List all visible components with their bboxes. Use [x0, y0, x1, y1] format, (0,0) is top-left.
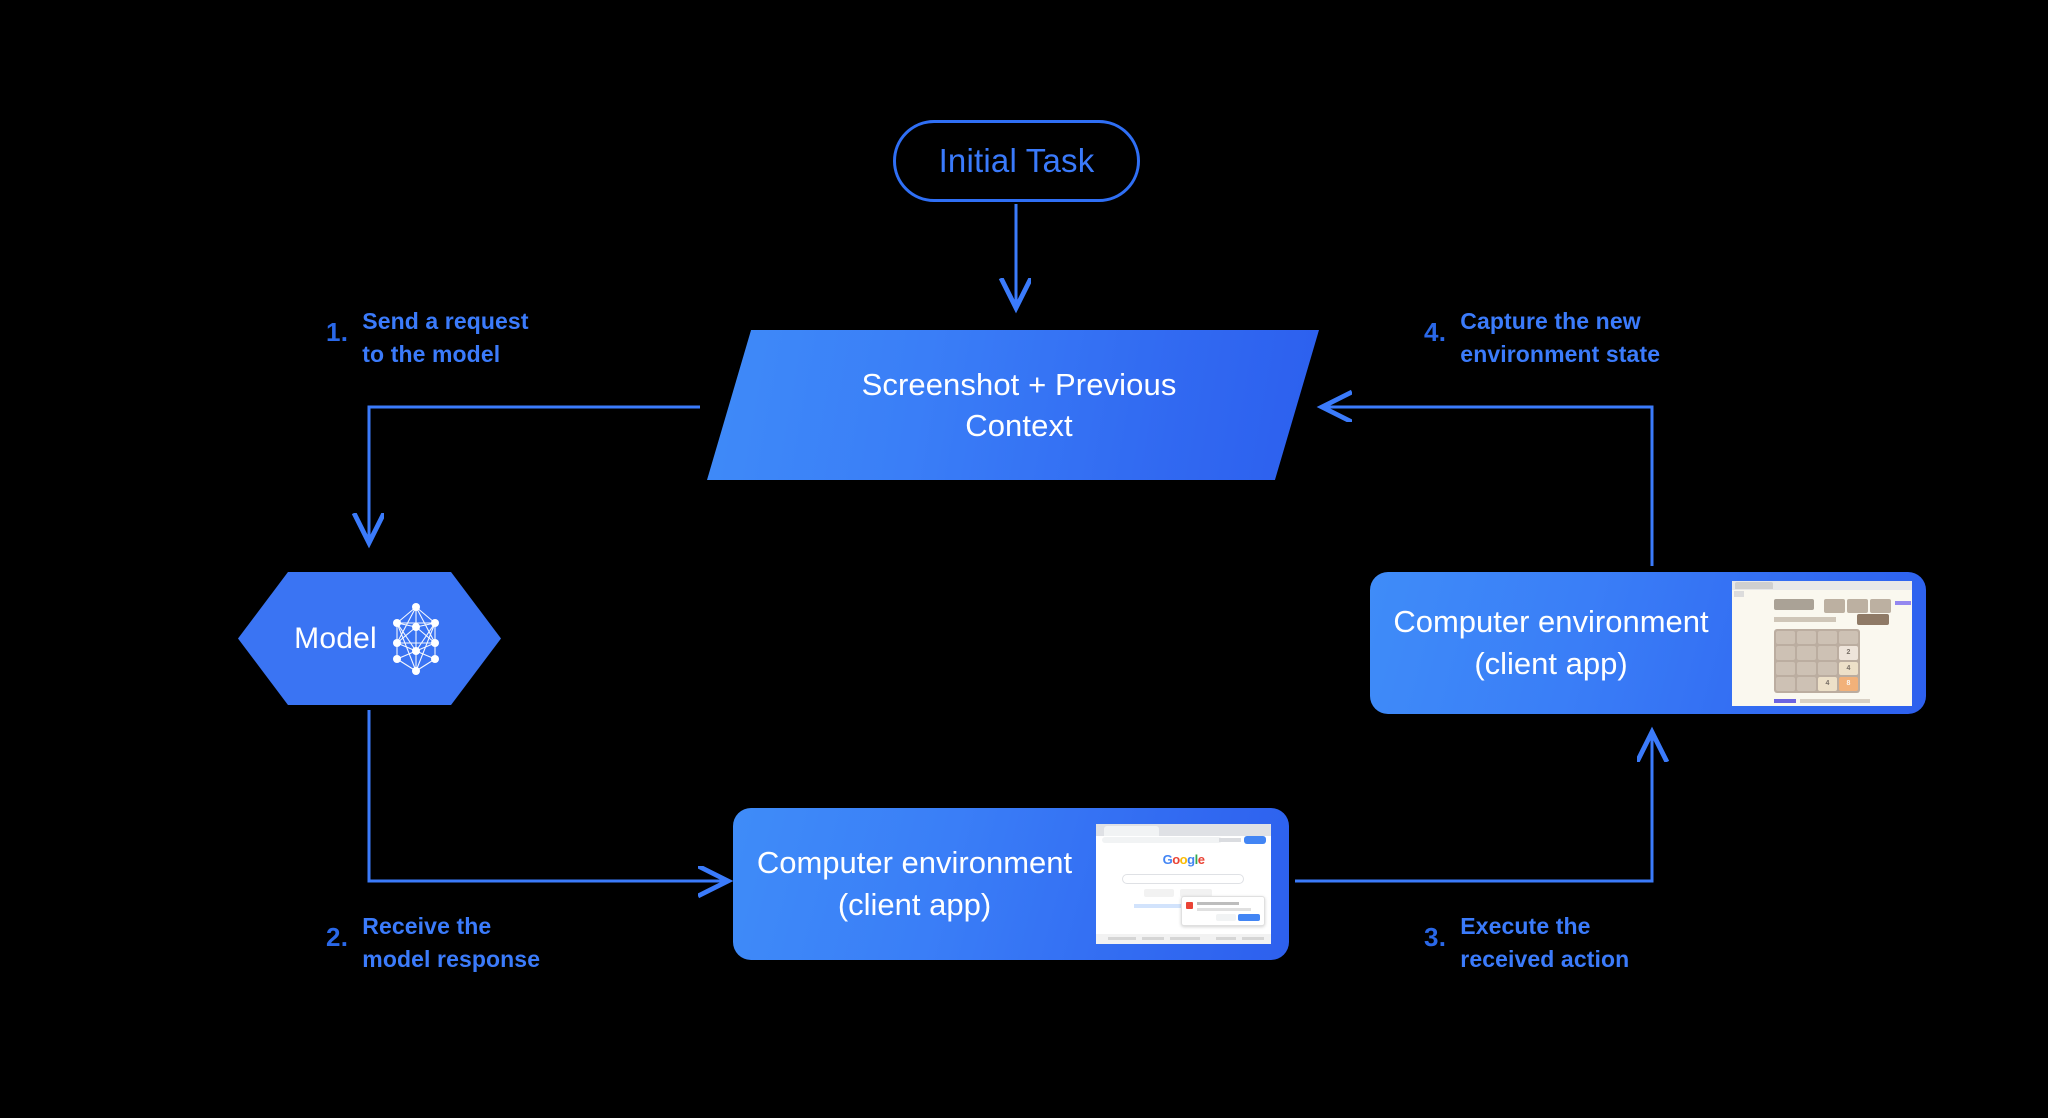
header-link[interactable] — [1895, 600, 1911, 605]
tile — [1797, 630, 1816, 644]
header-links — [1219, 838, 1241, 842]
context-node-label: Screenshot + Previous Context — [862, 364, 1177, 446]
browser-tab — [1735, 581, 1773, 589]
step-label-1: 1. Send a request to the model — [326, 305, 529, 370]
step-text: Execute the received action — [1460, 910, 1629, 975]
env-node-bottom[interactable]: Computer environment (client app) Google — [733, 808, 1289, 960]
footer-text — [1800, 698, 1870, 703]
tile — [1797, 677, 1816, 691]
tile: 4 — [1818, 677, 1837, 691]
step-text: Receive the model response — [362, 910, 540, 975]
footer-link[interactable] — [1142, 937, 1164, 940]
step-text-line1: Receive the — [362, 913, 492, 939]
env-node-bottom-label: Computer environment (client app) — [733, 842, 1096, 925]
search-input[interactable] — [1122, 874, 1244, 884]
step-number: 1. — [326, 317, 349, 347]
page-footer — [1096, 934, 1271, 944]
arrow-model-to-env-bottom — [367, 710, 725, 881]
dialog-confirm-button[interactable] — [1238, 914, 1260, 921]
browser-tab — [1104, 826, 1159, 836]
tile — [1839, 630, 1858, 644]
tile — [1776, 646, 1795, 660]
thumbnail-google-search: Google — [1096, 824, 1271, 944]
step-text: Send a request to the model — [362, 305, 528, 370]
env-node-bottom-label-line1: Computer environment — [756, 845, 1073, 881]
tile — [1818, 646, 1837, 660]
tile — [1797, 661, 1816, 675]
step-text-line1: Send a request — [362, 308, 529, 334]
step-text-line2: received action — [1460, 945, 1630, 972]
dialog-body — [1197, 908, 1251, 911]
browser-address-bar[interactable] — [1102, 837, 1222, 843]
sign-in-button[interactable] — [1244, 836, 1266, 844]
context-node[interactable]: Screenshot + Previous Context — [707, 330, 1319, 480]
env-node-bottom-label-line2: (client app) — [837, 887, 992, 922]
step-text-line2: to the model — [362, 340, 501, 367]
step-label-4: 4. Capture the new environment state — [1424, 305, 1660, 370]
tile — [1818, 630, 1837, 644]
feeling-lucky-button[interactable] — [1180, 889, 1212, 897]
initial-task-label: Initial Task — [938, 142, 1095, 179]
step-label-2: 2. Receive the model response — [326, 910, 540, 975]
neural-network-icon — [392, 602, 439, 675]
arrow-env-bottom-to-env-top — [1295, 735, 1652, 883]
logo-letter: G — [1162, 852, 1173, 867]
env-node-top-label: Computer environment (client app) — [1370, 601, 1732, 684]
footer-link[interactable] — [1170, 937, 1200, 940]
footer-link[interactable] — [1108, 937, 1136, 940]
thumbnail-2048-game: 2 4 4 8 — [1732, 580, 1912, 706]
game-instructions — [1774, 616, 1836, 622]
step-number: 3. — [1424, 922, 1447, 952]
context-node-label-line1: Screenshot + Previous — [861, 366, 1177, 402]
new-game-button[interactable] — [1857, 613, 1889, 625]
step-text-line1: Execute the — [1460, 913, 1591, 939]
footer-link[interactable] — [1242, 937, 1264, 940]
best-score-box — [1847, 598, 1868, 613]
game-board[interactable]: 2 4 4 8 — [1774, 628, 1860, 693]
dialog-cancel-button[interactable] — [1216, 914, 1236, 921]
score-box — [1824, 598, 1845, 613]
env-node-top[interactable]: Computer environment (client app) — [1370, 572, 1926, 714]
game-logo — [1774, 598, 1814, 610]
logo-letter: g — [1187, 852, 1195, 867]
tile — [1776, 630, 1795, 644]
google-logo: Google — [1163, 852, 1205, 867]
tile: 4 — [1839, 661, 1858, 675]
tile — [1776, 677, 1795, 691]
env-node-top-label-line2: (client app) — [1474, 646, 1628, 681]
tile — [1776, 661, 1795, 675]
logo-letter: l — [1194, 852, 1199, 867]
model-node-body: Model — [238, 572, 501, 705]
logo-letter: e — [1197, 852, 1205, 867]
google-search-button[interactable] — [1144, 889, 1174, 897]
step-label-3: 3. Execute the received action — [1424, 910, 1629, 975]
model-node[interactable]: Model — [238, 572, 501, 705]
arrow-env-top-to-context — [1325, 407, 1654, 566]
dialog-popup[interactable] — [1181, 896, 1265, 926]
context-node-label-line2: Context — [965, 408, 1073, 443]
browser-tabbar — [1732, 580, 1912, 590]
tile — [1818, 661, 1837, 675]
initial-task-node[interactable]: Initial Task — [893, 120, 1140, 202]
browser-address-bar — [1734, 590, 1744, 597]
step-number: 2. — [326, 922, 349, 952]
step-text: Capture the new environment state — [1460, 305, 1660, 370]
model-node-label: Model — [294, 621, 377, 655]
tile — [1797, 646, 1816, 660]
dialog-icon — [1186, 902, 1193, 909]
step-number: 4. — [1424, 317, 1447, 347]
footer-link[interactable] — [1774, 698, 1796, 703]
step-text-line1: Capture the new — [1460, 308, 1641, 334]
tile: 8 — [1839, 677, 1858, 691]
score-box-extra — [1870, 598, 1891, 613]
arrow-context-to-model — [369, 405, 700, 540]
step-text-line2: model response — [362, 945, 541, 972]
tile: 2 — [1839, 646, 1858, 660]
dialog-title — [1197, 902, 1239, 905]
env-node-top-label-line1: Computer environment — [1393, 604, 1709, 640]
logo-letter: o — [1172, 852, 1180, 867]
step-text-line2: environment state — [1460, 340, 1661, 367]
logo-letter: o — [1179, 852, 1188, 867]
footer-link[interactable] — [1216, 937, 1236, 940]
